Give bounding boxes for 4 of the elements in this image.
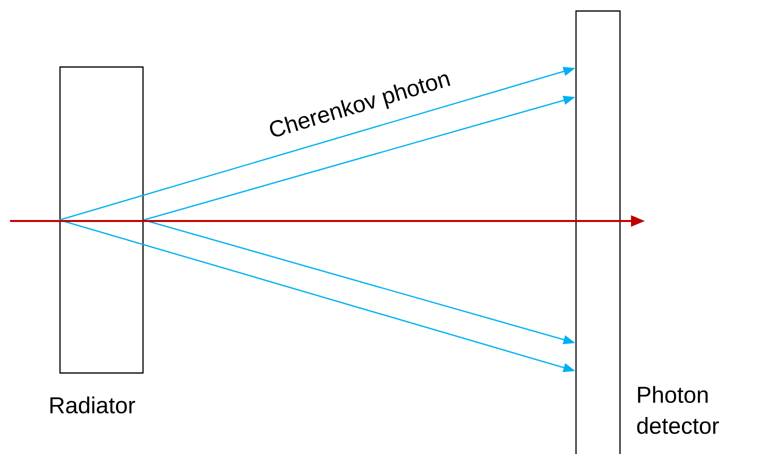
node-label: Photon detector <box>637 386 719 434</box>
node-label: Radiator <box>50 396 136 414</box>
detector-box <box>575 10 621 454</box>
radiator-box <box>59 66 144 374</box>
